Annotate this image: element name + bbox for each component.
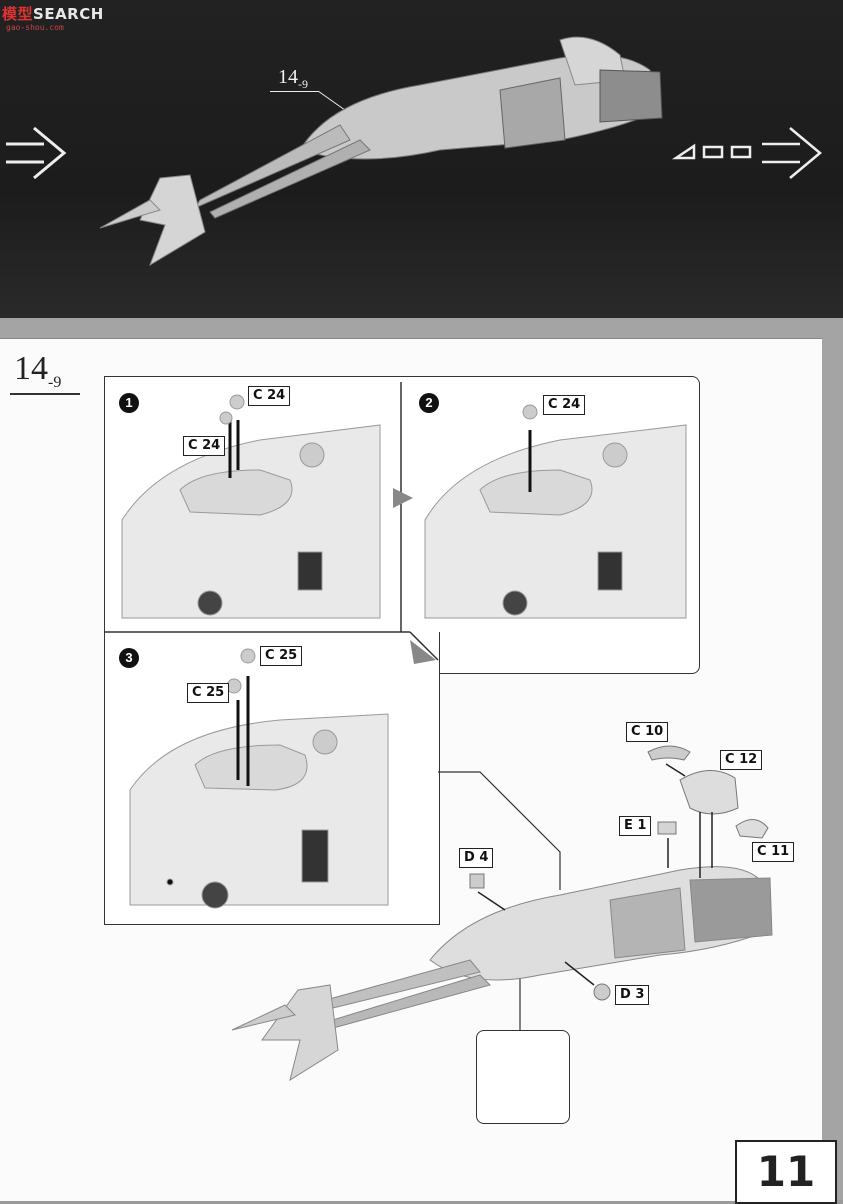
part-c11-shape [735, 819, 769, 839]
speeder-bike-assembly [231, 866, 773, 1082]
part-label-d3: D 3 [615, 985, 650, 1005]
hero-banner: 模型SEARCH gao-shou.com 14-9 [0, 0, 843, 318]
part-c12-shape [679, 770, 739, 815]
part-label-c10: C 10 [626, 722, 669, 742]
part-label-c24-a: C 24 [248, 386, 291, 406]
panel-3-drawing [129, 648, 389, 909]
part-label-c12: C 12 [720, 750, 763, 770]
assembly-arrow-icon [477, 763, 713, 986]
watermark-url: gao-shou.com [6, 23, 64, 32]
part-label-c25-a: C 25 [260, 646, 303, 666]
part-d4-shape [469, 873, 485, 889]
part-d3-shape [593, 983, 611, 1001]
hero-illustration [6, 36, 822, 267]
panel-2-drawing [424, 404, 687, 619]
step-underline [10, 393, 80, 395]
page-number: 11 [735, 1140, 837, 1204]
part-label-d4: D 4 [459, 848, 494, 868]
detail-inset [476, 1030, 570, 1124]
triangle-arrow-icon [410, 640, 436, 664]
part-label-c25-b: C 25 [187, 683, 230, 703]
triangle-arrow-icon [393, 488, 413, 508]
part-label-e1: E 1 [619, 816, 652, 836]
arrow-right-icon [671, 127, 822, 179]
part-label-c24-c: C 24 [543, 395, 586, 415]
watermark-logo: 模型SEARCH [2, 5, 104, 23]
speeder-bike-model [99, 36, 663, 267]
hero-step-label: 14-9 [278, 66, 308, 91]
arrow-right-icon [6, 126, 67, 180]
part-e1-shape [657, 821, 677, 835]
part-label-c11: C 11 [752, 842, 795, 862]
panel-1-drawing [121, 394, 381, 619]
substep-1-badge: 1 [119, 393, 139, 413]
substep-2-badge: 2 [419, 393, 439, 413]
part-c10-shape [647, 745, 691, 761]
substep-3-badge: 3 [119, 648, 139, 668]
step-label: 14-9 [14, 350, 62, 391]
hero-leader-line [270, 91, 318, 92]
part-label-c24-b: C 24 [183, 436, 226, 456]
